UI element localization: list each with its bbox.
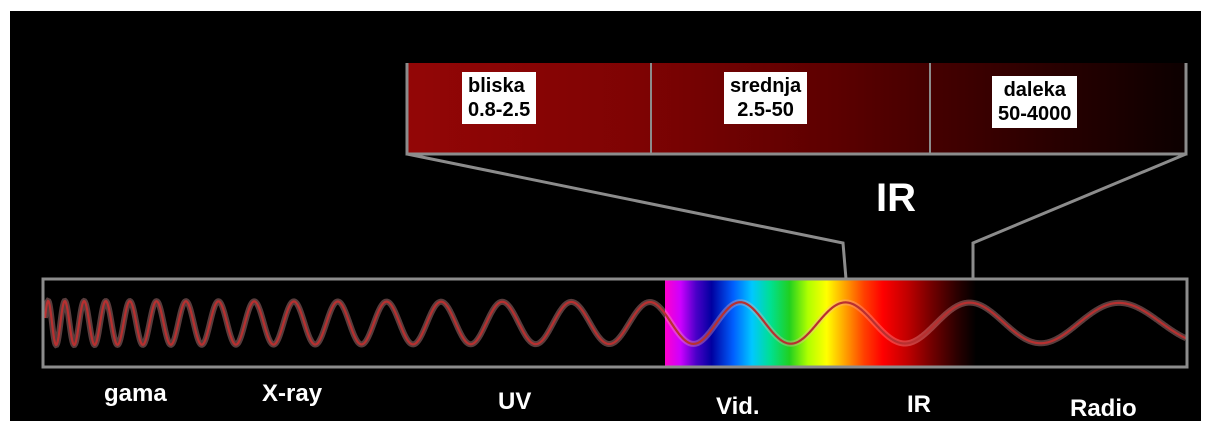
connector-left: [406, 152, 848, 280]
band-box-bliska: bliska 0.8-2.5: [462, 72, 537, 124]
band-range: 0.8-2.5: [468, 99, 531, 121]
ir-title: IR: [876, 176, 916, 220]
region-label-gama: gama: [104, 380, 167, 407]
region-label-radio: Radio: [1070, 395, 1137, 422]
region-label-xray: X-ray: [262, 380, 323, 407]
band-box-daleka: daleka 50-4000: [992, 76, 1078, 128]
band-range: 2.5-50: [737, 99, 794, 121]
region-label-uv: UV: [498, 388, 532, 415]
ir-detail-frame: [405, 63, 1188, 156]
connector-right: [971, 152, 1187, 279]
spectrum-bar-frame: [41, 277, 1189, 369]
wave-glow: [43, 297, 1187, 349]
band-name: bliska: [468, 75, 525, 97]
region-label-ir: IR: [907, 391, 931, 418]
band-range: 50-4000: [998, 103, 1072, 125]
band-name: daleka: [1003, 79, 1066, 101]
electromagnetic-wave: [43, 299, 1187, 347]
region-label-vid: Vid.: [716, 393, 760, 420]
band-name: srednja: [730, 75, 802, 97]
band-box-srednja: srednja 2.5-50: [724, 72, 808, 124]
